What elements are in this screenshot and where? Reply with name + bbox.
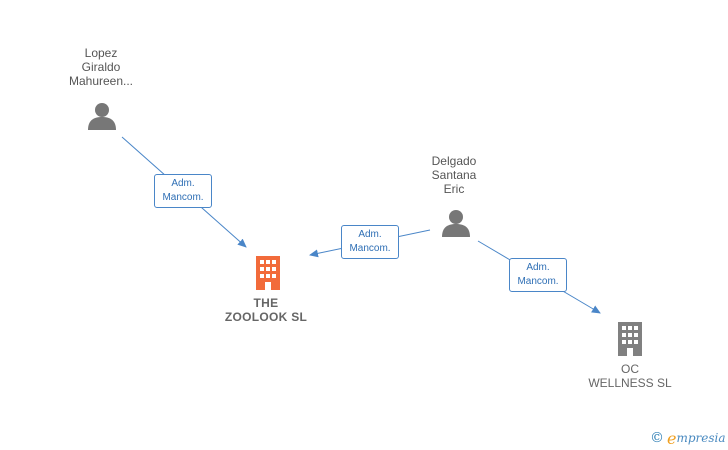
person-label-lopez: Lopez Giraldo Mahureen... bbox=[56, 46, 146, 88]
brand-name: mpresia bbox=[676, 431, 726, 445]
wellness-name-line-1: OC bbox=[621, 362, 639, 376]
copyright-symbol: © bbox=[650, 430, 664, 446]
lopez-name-line-2: Giraldo bbox=[81, 60, 121, 74]
edge-label-lopez-zoolook[interactable]: Adm. Mancom. bbox=[154, 174, 212, 208]
edge-label-role-line-2: Mancom. bbox=[517, 276, 559, 287]
empresia-watermark: © e mpresia bbox=[650, 428, 726, 448]
wellness-name-line-2: WELLNESS SL bbox=[588, 376, 672, 390]
building-icon[interactable] bbox=[615, 322, 645, 356]
delgado-name-line-2: Santana bbox=[431, 168, 477, 182]
person-label-delgado: Delgado Santana Eric bbox=[409, 154, 499, 196]
delgado-name-line-1: Delgado bbox=[431, 154, 477, 168]
edge-label-role-line-2: Mancom. bbox=[349, 243, 391, 254]
edge-label-role-line-2: Mancom. bbox=[162, 192, 204, 203]
edge-label-role-line-1: Adm. bbox=[526, 262, 550, 273]
edge-label-role-line-1: Adm. bbox=[358, 229, 382, 240]
company-label-zoolook[interactable]: THE ZOOLOOK SL bbox=[206, 296, 326, 324]
person-icon[interactable] bbox=[87, 102, 117, 130]
building-icon[interactable] bbox=[253, 256, 283, 290]
brand-initial: e bbox=[667, 428, 677, 448]
zoolook-name-line-2: ZOOLOOK SL bbox=[224, 310, 308, 324]
delgado-name-line-3: Eric bbox=[443, 182, 465, 196]
zoolook-name-line-1: THE bbox=[253, 296, 279, 310]
person-icon[interactable] bbox=[441, 209, 471, 237]
lopez-name-line-1: Lopez bbox=[84, 46, 118, 60]
company-label-wellness[interactable]: OC WELLNESS SL bbox=[570, 362, 690, 390]
edge-label-delgado-zoolook[interactable]: Adm. Mancom. bbox=[341, 225, 399, 259]
edge-label-role-line-1: Adm. bbox=[171, 178, 195, 189]
edge-label-delgado-wellness[interactable]: Adm. Mancom. bbox=[509, 258, 567, 292]
lopez-name-line-3: Mahureen... bbox=[68, 74, 134, 88]
